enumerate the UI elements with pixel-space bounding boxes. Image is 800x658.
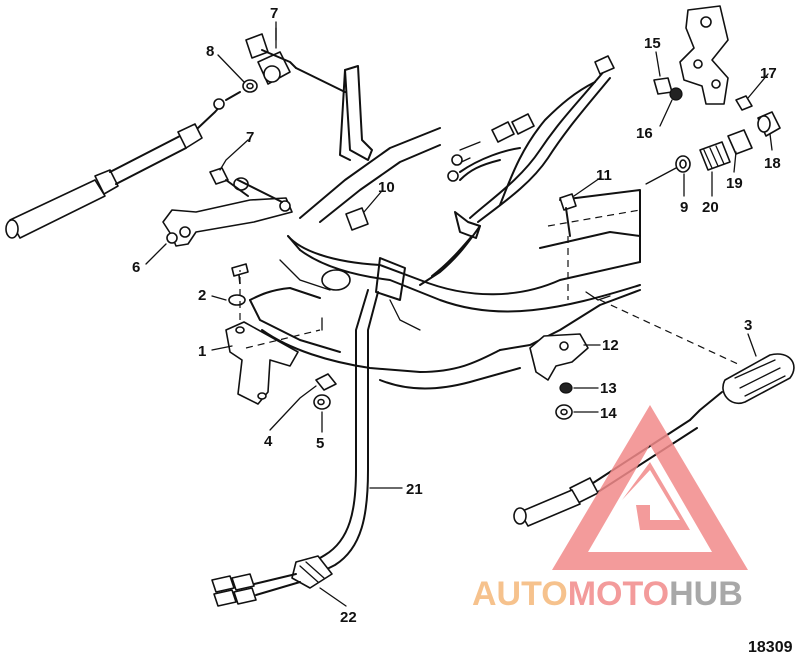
diagram-reference-number: 18309 bbox=[748, 639, 793, 656]
parts-10-14 bbox=[345, 193, 589, 420]
parts-6-7 bbox=[162, 167, 293, 247]
callout-8: 7 bbox=[270, 5, 278, 22]
leader-lines bbox=[145, 21, 773, 607]
callout-4: 4 bbox=[264, 433, 273, 450]
callout-5: 5 bbox=[316, 435, 324, 452]
cable-21-22 bbox=[211, 289, 379, 607]
callout-21: 21 bbox=[406, 481, 423, 498]
callout-3: 3 bbox=[744, 317, 752, 334]
callout-labels: 7 8 7 6 2 1 4 5 10 11 12 13 14 15 16 17 … bbox=[132, 5, 793, 656]
callout-15: 15 bbox=[644, 35, 661, 52]
callout-13: 13 bbox=[600, 380, 617, 397]
watermark-text-hub: HUB bbox=[669, 575, 743, 613]
parts-8-9 bbox=[242, 27, 346, 93]
callout-2: 2 bbox=[198, 287, 206, 304]
callout-9-right: 9 bbox=[680, 199, 688, 216]
callout-14: 14 bbox=[600, 405, 617, 422]
callout-16: 16 bbox=[636, 125, 653, 142]
callout-1: 1 bbox=[198, 343, 206, 360]
callout-18: 18 bbox=[764, 155, 781, 172]
callout-7: 7 bbox=[246, 129, 254, 146]
watermark-triangle bbox=[552, 405, 748, 570]
cable-upper-left bbox=[5, 91, 241, 239]
callout-20: 20 bbox=[702, 199, 719, 216]
callout-17: 17 bbox=[760, 65, 777, 82]
callout-11: 11 bbox=[596, 167, 612, 184]
wiring-harness bbox=[419, 55, 615, 286]
svg-text:AUTOMOTOHUB: AUTOMOTOHUB bbox=[472, 575, 743, 613]
callout-22: 22 bbox=[340, 609, 357, 626]
watermark-logo: AUTOMOTOHUB bbox=[472, 405, 748, 613]
engine-housing bbox=[249, 65, 641, 390]
callout-9-left: 8 bbox=[206, 43, 214, 60]
cable-3 bbox=[513, 299, 795, 527]
callout-19: 19 bbox=[726, 175, 743, 192]
parts-1-5 bbox=[225, 263, 337, 410]
callout-12: 12 bbox=[602, 337, 619, 354]
parts-15-20 bbox=[645, 5, 781, 185]
callout-10: 10 bbox=[378, 179, 395, 196]
watermark-text-moto: MOTO bbox=[568, 575, 669, 613]
watermark-text-auto: AUTO bbox=[472, 575, 568, 613]
callout-6: 6 bbox=[132, 259, 140, 276]
watermark-inner-mark bbox=[622, 462, 690, 530]
